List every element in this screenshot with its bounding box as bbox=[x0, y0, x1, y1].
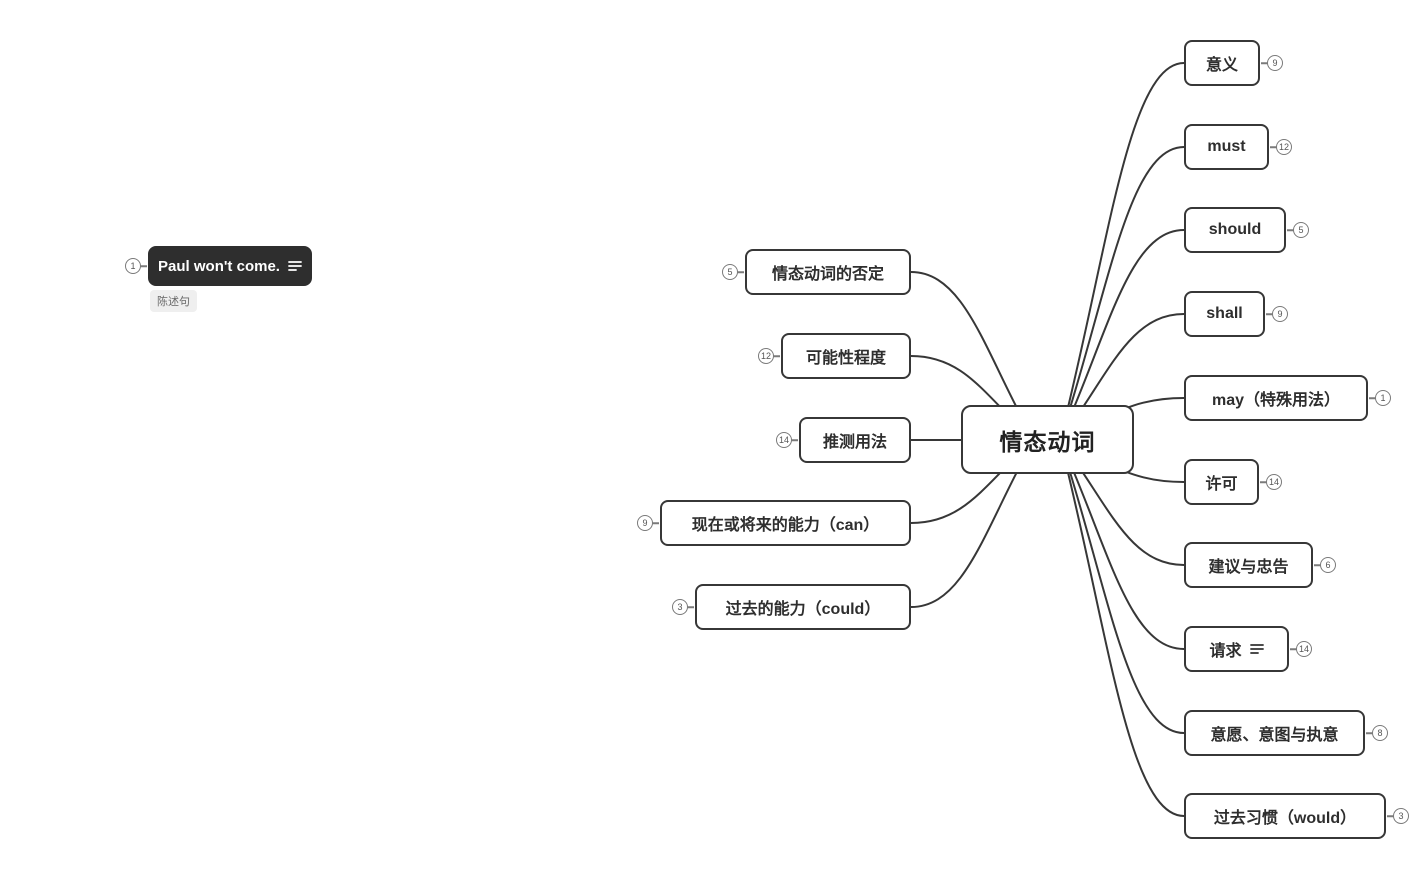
children-count-badge[interactable]: 5 bbox=[1293, 222, 1309, 238]
children-count-badge[interactable]: 14 bbox=[776, 432, 792, 448]
topic-label: should bbox=[1208, 221, 1262, 238]
left-topic-negation[interactable]: 情态动词的否定 bbox=[745, 249, 911, 295]
notes-icon[interactable] bbox=[288, 260, 302, 272]
left-topic-speculation[interactable]: 推测用法 bbox=[799, 417, 911, 463]
topic-label: 意义 bbox=[1205, 57, 1238, 74]
topic-label: 过去的能力（could） bbox=[725, 601, 881, 618]
right-topic-shall[interactable]: shall bbox=[1184, 291, 1265, 337]
topic-label: 情态动词的否定 bbox=[771, 266, 884, 283]
right-topic-past-habit-would[interactable]: 过去习惯（would） bbox=[1184, 793, 1386, 839]
children-count-badge[interactable]: 1 bbox=[125, 258, 141, 274]
left-topic-possibility[interactable]: 可能性程度 bbox=[781, 333, 911, 379]
children-count-badge[interactable]: 5 bbox=[722, 264, 738, 280]
label-tag: 陈述句 bbox=[150, 290, 197, 312]
children-count-badge[interactable]: 3 bbox=[1393, 808, 1409, 824]
topic-label: 请求 bbox=[1209, 643, 1242, 660]
right-topic-advice[interactable]: 建议与忠告 bbox=[1184, 542, 1313, 588]
topic-label: 建议与忠告 bbox=[1208, 559, 1289, 576]
children-count-badge[interactable]: 12 bbox=[758, 348, 774, 364]
right-topic-request[interactable]: 请求 bbox=[1184, 626, 1289, 672]
central-topic[interactable]: 情态动词 bbox=[961, 405, 1134, 474]
connector bbox=[1059, 62, 1185, 441]
topic-label: 许可 bbox=[1205, 476, 1238, 493]
topic-label: must bbox=[1207, 138, 1246, 155]
topic-label: 现在或将来的能力（can） bbox=[691, 517, 880, 534]
topic-label: may（特殊用法） bbox=[1211, 392, 1341, 409]
notes-icon[interactable] bbox=[1249, 643, 1264, 655]
children-count-badge[interactable]: 9 bbox=[1272, 306, 1288, 322]
connector bbox=[1059, 439, 1185, 650]
children-count-badge[interactable]: 14 bbox=[1296, 641, 1312, 657]
floating-topic-paul-wont-come[interactable]: Paul won't come. bbox=[148, 246, 312, 286]
topic-label: 意愿、意图与执意 bbox=[1210, 727, 1339, 744]
topic-label: shall bbox=[1206, 305, 1243, 322]
children-count-badge[interactable]: 8 bbox=[1372, 725, 1388, 741]
right-topic-willingness[interactable]: 意愿、意图与执意 bbox=[1184, 710, 1365, 756]
left-topic-ability-could[interactable]: 过去的能力（could） bbox=[695, 584, 911, 630]
topic-label: 过去习惯（would） bbox=[1213, 810, 1357, 827]
topic-label: Paul won't come. bbox=[158, 257, 280, 275]
children-count-badge[interactable]: 9 bbox=[637, 515, 653, 531]
right-topic-must[interactable]: must bbox=[1184, 124, 1269, 170]
children-count-badge[interactable]: 1 bbox=[1375, 390, 1391, 406]
right-topic-meaning[interactable]: 意义 bbox=[1184, 40, 1260, 86]
connector bbox=[1059, 439, 1185, 817]
children-count-badge[interactable]: 14 bbox=[1266, 474, 1282, 490]
children-count-badge[interactable]: 9 bbox=[1267, 55, 1283, 71]
topic-label: 推测用法 bbox=[822, 434, 887, 451]
connector bbox=[1059, 229, 1185, 441]
children-count-badge[interactable]: 6 bbox=[1320, 557, 1336, 573]
right-topic-may-special[interactable]: may（特殊用法） bbox=[1184, 375, 1368, 421]
children-count-badge[interactable]: 3 bbox=[672, 599, 688, 615]
connector bbox=[1059, 146, 1185, 441]
central-topic-label: 情态动词 bbox=[999, 428, 1096, 455]
right-topic-should[interactable]: should bbox=[1184, 207, 1286, 253]
children-count-badge[interactable]: 12 bbox=[1276, 139, 1292, 155]
right-topic-permission[interactable]: 许可 bbox=[1184, 459, 1259, 505]
connector bbox=[1059, 439, 1185, 734]
left-topic-ability-can[interactable]: 现在或将来的能力（can） bbox=[660, 500, 911, 546]
topic-label: 可能性程度 bbox=[805, 350, 886, 367]
